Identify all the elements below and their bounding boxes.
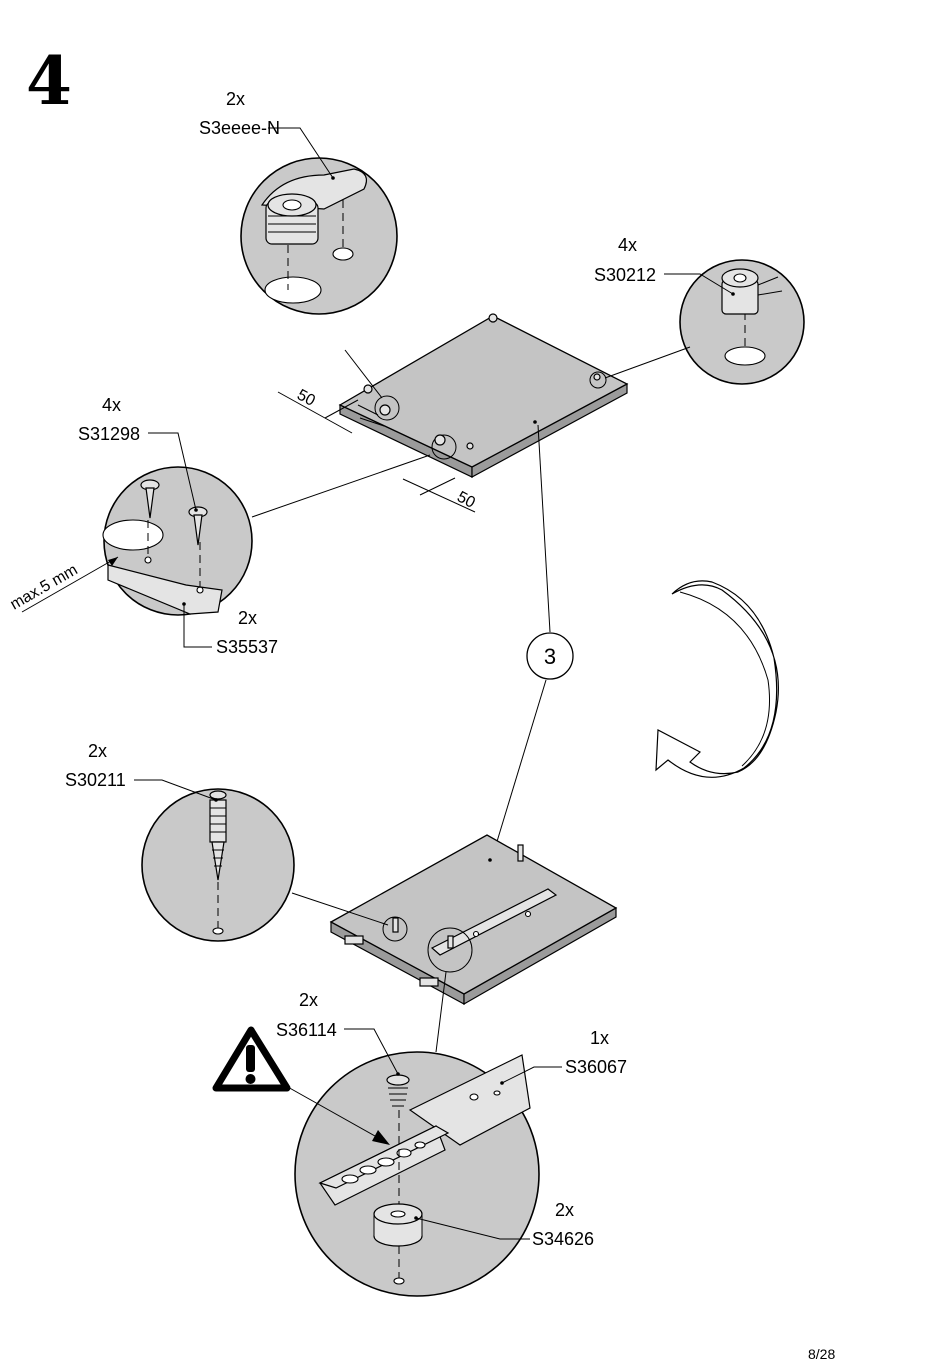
detail-pin <box>141 788 389 942</box>
detail-cam-lock <box>240 157 398 399</box>
pin-qty: 2x <box>88 741 107 761</box>
top-panel <box>338 313 629 479</box>
cam-lock-code: S3eeee-N <box>199 118 280 138</box>
dimension-top-right: 50 <box>402 477 478 513</box>
rail-code: S36067 <box>565 1057 627 1077</box>
rail-screw-code: S36114 <box>276 1020 337 1040</box>
plate-code: S35537 <box>216 637 278 657</box>
screw-code: S31298 <box>78 424 140 444</box>
panel-number-marker: 3 <box>491 424 574 859</box>
plate-qty: 2x <box>238 608 257 628</box>
warning-icon <box>212 1026 390 1145</box>
bottom-panel <box>329 834 618 1006</box>
detail-cam-dowel <box>604 259 805 385</box>
dimension-top-left: 50 <box>277 387 359 434</box>
cam-dowel-code: S30212 <box>594 265 656 285</box>
panel-number: 3 <box>544 644 556 669</box>
dimension-50-left: 50 <box>294 387 318 410</box>
rotate-arrow-icon <box>655 580 779 778</box>
rail-screw-qty: 2x <box>299 990 318 1010</box>
cam-lock-qty: 2x <box>226 89 245 109</box>
cam-dowel-qty: 4x <box>618 235 637 255</box>
detail-screws-plate <box>102 454 431 616</box>
page-number: 8/28 <box>808 1346 835 1362</box>
dimension-50-right: 50 <box>454 489 478 512</box>
max-depth-label: max.5 mm <box>8 561 81 613</box>
step-number: 4 <box>26 42 72 120</box>
rail-qty: 1x <box>590 1028 609 1048</box>
pin-code: S30211 <box>65 770 126 790</box>
detail-rail <box>294 971 540 1297</box>
spacer-code: S34626 <box>532 1229 594 1249</box>
spacer-qty: 2x <box>555 1200 574 1220</box>
screw-qty: 4x <box>102 395 121 415</box>
